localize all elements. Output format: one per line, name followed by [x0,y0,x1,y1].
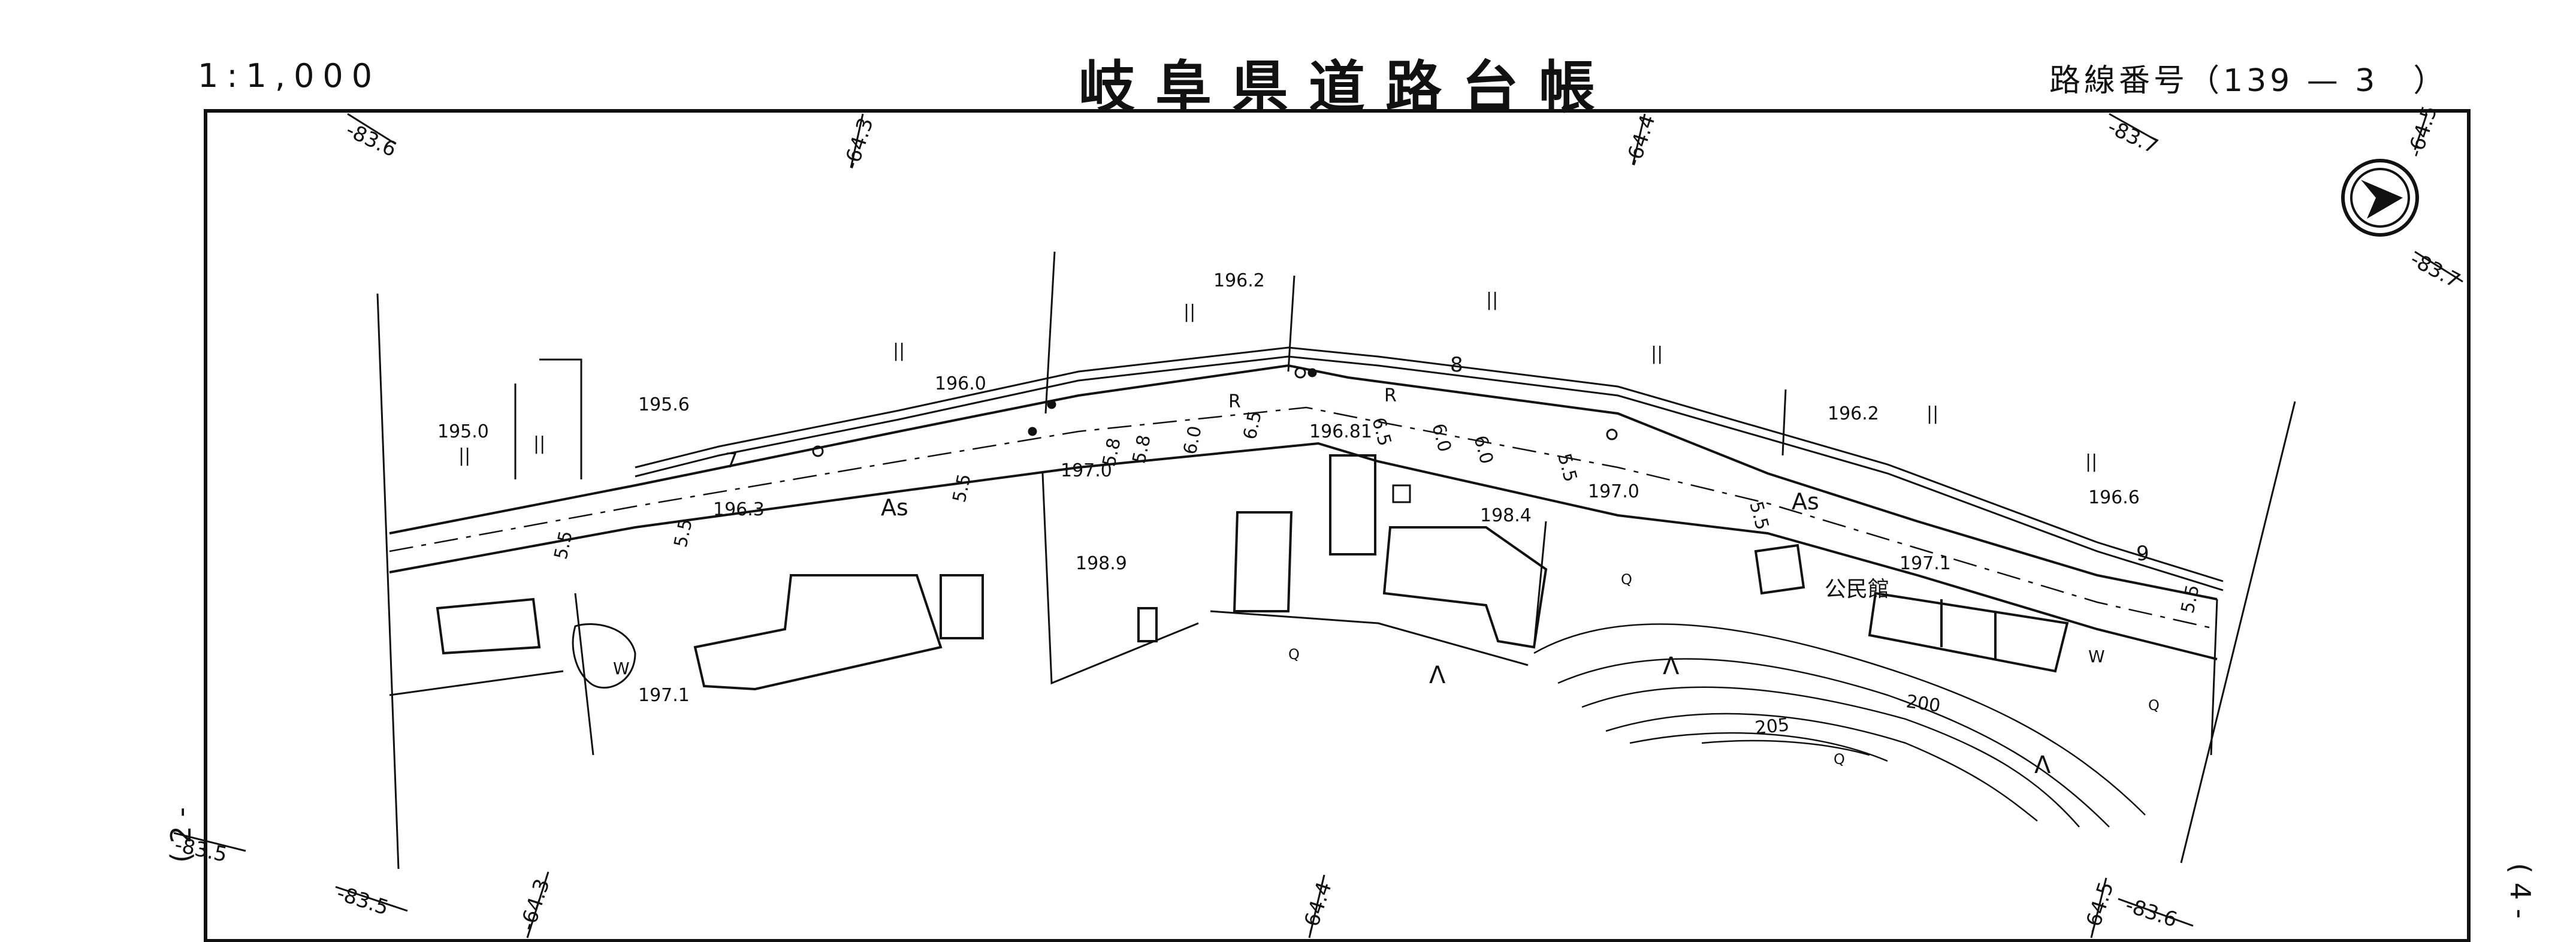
elevation-label: 196.0 [935,373,986,394]
land-use-mark: Q [1621,571,1632,588]
width-label: 5.5 [949,472,976,505]
land-use-mark: Q [1288,646,1300,663]
land-use-mark: Λ [1429,662,1446,689]
surface-label: As [881,494,908,521]
grid-label: -83.7 [2406,247,2464,294]
elevation-label: 197.0 [1588,481,1639,502]
route-number: 路線番号（139 — 3 ） [2049,63,2448,99]
station-label: 9 [2136,542,2149,566]
surface-label: As [1792,488,1819,515]
elevation-label: 196.6 [2088,487,2140,508]
elevation-label: 197.1 [1899,553,1951,574]
grid-label: -83.6 [342,118,400,162]
grid-ticks [173,113,2463,938]
grid-label: -83.6 [2122,893,2180,932]
contour-label: 205 [1754,714,1790,739]
station-label: 8 [1450,353,1463,377]
elevation-label: 198.9 [1076,553,1127,574]
grid-label: -64.3 [516,876,555,934]
boundary-lines [376,251,2296,869]
well-label: W [613,659,630,678]
elevation-label: 196.2 [1828,403,1879,424]
width-label: 6.5 [1367,415,1395,448]
grid-label: -64.3 [839,115,878,173]
elevation-label: 195.6 [638,394,690,415]
marker-label: R [1384,385,1397,406]
elevation-label: 197.0 [1061,460,1112,481]
width-label: 5.5 [1553,451,1581,484]
feature-labels: As As R R 7 8 9 公民館 200 205 W W || || ||… [458,289,2160,779]
elevation-label: 196.81 [1309,421,1372,442]
elevation-label: 196.3 [713,499,765,520]
land-use-mark: || [458,445,470,466]
land-use-mark: || [1486,289,1498,310]
grid-label: -83.7 [2104,115,2162,159]
width-label: 5.5 [2178,583,2204,615]
station-label: 7 [725,449,738,473]
north-arrow-icon [2341,159,2419,237]
contour-label: 200 [1905,691,1942,717]
grid-label: -64.4 [1621,112,1660,170]
elevation-label: 196.2 [1213,270,1265,291]
land-use-mark: || [893,340,905,361]
contour-lines [1533,623,2146,828]
grid-label: -64.5 [2080,879,2119,937]
land-use-mark: Q [1834,751,1845,768]
grid-label: -64.4 [1298,879,1337,937]
elevation-label: 198.4 [1480,505,1532,526]
width-label: 6.0 [1427,421,1455,454]
land-use-mark: || [533,433,545,454]
road-corridor [389,346,2224,660]
map-frame [204,109,2471,942]
elevation-label: 195.0 [437,421,489,442]
well-label: W [2088,647,2105,666]
land-use-mark: || [1183,301,1195,322]
land-use-mark: || [1926,403,1938,424]
land-use-mark: Λ [1663,653,1680,680]
sheet-ref-right: ( 4 - [2504,863,2536,919]
width-label: 5.5 [551,529,577,561]
land-use-mark: || [1651,343,1663,364]
map-symbols [572,367,1618,689]
width-label: 6.0 [1180,424,1206,457]
map-scale: 1:1,000 [198,57,381,95]
grid-label: -83.5 [334,881,391,920]
buildings [436,454,2069,691]
elevation-label: 197.1 [638,685,690,706]
elevation-labels: 195.0 195.6 196.0 196.2 196.3 197.0 196.… [437,270,2140,706]
land-use-mark: Λ [2034,751,2051,779]
width-label: 6.0 [1469,433,1497,466]
building-label: 公民館 [1825,577,1889,602]
marker-label: R [1228,391,1241,412]
land-use-mark: || [2085,451,2097,472]
land-use-mark: Q [2148,697,2160,714]
